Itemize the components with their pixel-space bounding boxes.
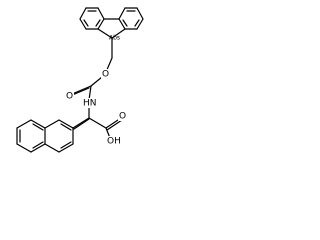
hydroxyl-label: OH xyxy=(107,137,121,147)
bond-line xyxy=(118,18,126,30)
bond-line xyxy=(97,18,105,30)
bond-line xyxy=(79,18,87,30)
atom-labels: O O HN O OH Abs xyxy=(65,35,127,147)
bond-line xyxy=(73,118,90,130)
bond-line xyxy=(16,143,32,153)
bond-line xyxy=(122,19,128,27)
bond-line xyxy=(32,123,44,131)
carbonyl-oxygen-label: O xyxy=(66,92,73,102)
bond-line xyxy=(32,141,44,149)
carbamate-oxygen-label: O xyxy=(102,70,109,80)
bond-line xyxy=(136,7,144,20)
bond-line xyxy=(88,117,107,129)
bond-line xyxy=(60,123,72,131)
bond-line xyxy=(88,85,92,101)
molecule-structure: O O HN O OH Abs xyxy=(16,7,144,153)
bond-line xyxy=(83,19,89,27)
bond-line xyxy=(106,119,123,131)
bond-line xyxy=(79,7,87,20)
bond-line xyxy=(97,28,113,39)
bond-line xyxy=(90,76,103,87)
bond-line xyxy=(60,141,72,149)
bond-line xyxy=(111,28,126,39)
bond-line xyxy=(58,119,74,129)
bond-line xyxy=(71,85,92,95)
bond-line xyxy=(95,19,101,27)
bond-line xyxy=(72,117,90,129)
bond-line xyxy=(118,7,126,20)
bond-line xyxy=(30,119,46,129)
bond-line xyxy=(44,119,60,129)
bond-line xyxy=(44,143,60,153)
bond-line xyxy=(30,143,46,153)
bond-line xyxy=(97,7,105,20)
bond-lines xyxy=(16,7,144,153)
bond-line xyxy=(136,18,144,30)
carboxyl-oxygen-label: O xyxy=(119,112,126,122)
absolute-stereo-label: Abs xyxy=(109,35,120,42)
bond-line xyxy=(134,19,140,27)
bond-line xyxy=(16,119,32,129)
amine-nh-label: HN xyxy=(83,99,97,109)
bond-line xyxy=(58,143,74,153)
